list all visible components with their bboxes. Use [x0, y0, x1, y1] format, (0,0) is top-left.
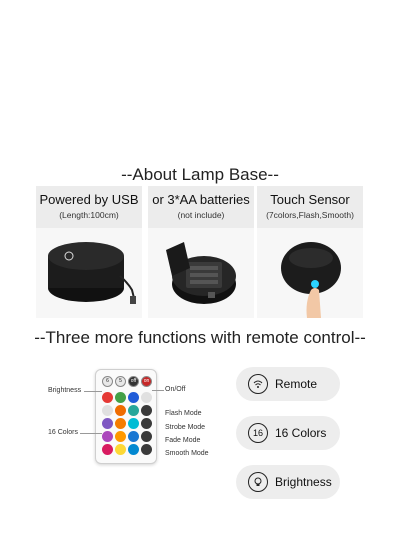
color-key	[128, 444, 139, 455]
colors-leader-line	[80, 433, 102, 434]
feature-label: Brightness	[275, 475, 332, 489]
color-key	[102, 444, 113, 455]
card-touch-sensor: Touch Sensor (7colors,Flash,Smooth)	[257, 186, 363, 318]
card-subtitle: (7colors,Flash,Smooth)	[266, 210, 354, 220]
feature-brightness: Brightness	[236, 465, 340, 499]
color-key	[115, 444, 126, 455]
power-button-icon	[64, 251, 74, 261]
color-key	[115, 431, 126, 442]
color-key	[102, 418, 113, 429]
card-title: Powered by USB	[39, 192, 139, 207]
card-batteries: or 3*AA batteries (not include)	[148, 186, 254, 318]
card-usb: Powered by USB (Length:100cm)	[36, 186, 142, 318]
remote-control: 6 5 off on	[95, 369, 157, 464]
flash-mode-label: Flash Mode	[165, 410, 202, 417]
feature-16-colors: 16 16 Colors	[236, 416, 340, 450]
card-subtitle: (Length:100cm)	[59, 210, 119, 220]
color-key	[102, 431, 113, 442]
strobe-mode-label: Strobe Mode	[165, 424, 206, 431]
sixteen-icon: 16	[248, 423, 268, 443]
about-lamp-base-title: --About Lamp Base--	[121, 165, 279, 184]
remote-icon	[248, 374, 268, 394]
color-key	[115, 418, 126, 429]
functions-title: --Three more functions with remote contr…	[34, 328, 366, 347]
touch-point-icon	[311, 280, 319, 288]
brightness-leader-line	[84, 391, 102, 392]
bulb-icon	[248, 472, 268, 492]
mode-key	[141, 392, 152, 403]
sixteen-colors-label: 16 Colors	[48, 429, 78, 436]
card-title: or 3*AA batteries	[152, 192, 250, 207]
touch-sensor-image	[257, 228, 363, 318]
color-key	[128, 431, 139, 442]
color-key	[102, 392, 113, 403]
mode-key	[141, 405, 152, 416]
off-key: off	[128, 376, 139, 387]
brightness-label: Brightness	[48, 387, 82, 394]
battery-compartment-image	[148, 228, 254, 318]
brightness-up-key: 6	[102, 376, 113, 387]
on-off-leader-line	[152, 390, 164, 391]
mode-key	[141, 418, 152, 429]
card-subtitle: (not include)	[177, 210, 225, 220]
on-key: on	[141, 376, 152, 387]
feature-remote: Remote	[236, 367, 340, 401]
feature-label: Remote	[275, 377, 318, 391]
color-key	[115, 405, 126, 416]
color-key	[128, 418, 139, 429]
fade-mode-label: Fade Mode	[165, 437, 201, 444]
brightness-down-key: 5	[115, 376, 126, 387]
feature-label: 16 Colors	[275, 426, 327, 440]
card-title: Touch Sensor	[270, 192, 350, 207]
color-key	[128, 392, 139, 403]
smooth-mode-label: Smooth Mode	[165, 450, 209, 457]
color-key	[102, 405, 113, 416]
mode-key	[141, 444, 152, 455]
color-key	[128, 405, 139, 416]
on-off-label: On/Off	[165, 386, 186, 393]
color-key	[115, 392, 126, 403]
usb-lamp-base-image	[36, 228, 142, 318]
mode-key	[141, 431, 152, 442]
